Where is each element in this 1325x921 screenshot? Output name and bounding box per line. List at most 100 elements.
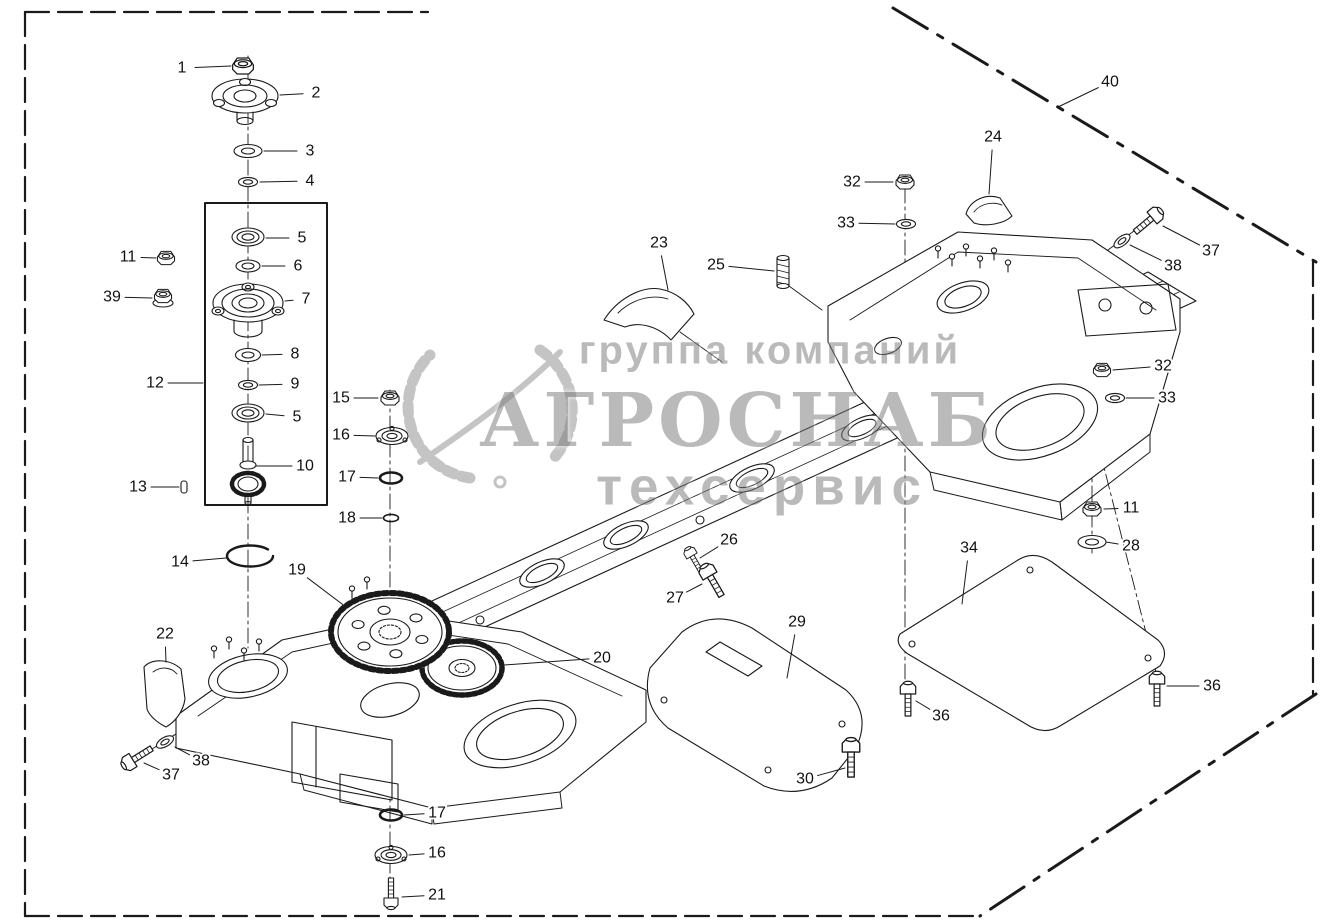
callout-6: 6 [261,256,305,277]
callout-label-5: 5 [293,409,302,426]
callout-12: 12 [144,373,204,394]
callout-label-17: 17 [338,469,356,486]
callout-label-36: 36 [932,708,950,725]
callout-label-24: 24 [984,129,1002,146]
callout-label-23: 23 [650,235,668,252]
callout-18: 18 [336,508,383,529]
callout-label-6: 6 [294,258,303,275]
callout-label-11: 11 [120,249,137,266]
callout-label-12: 12 [146,375,164,392]
callout-label-32: 32 [843,174,861,191]
callout-label-39: 39 [103,289,121,306]
callout-label-9: 9 [291,376,300,393]
callout-7: 7 [284,289,313,310]
callout-33: 33 [835,213,896,234]
callout-10: 10 [255,456,316,477]
callout-label-28: 28 [1122,538,1140,555]
callout-label-20: 20 [593,650,611,667]
callout-label-38: 38 [1164,258,1182,275]
callout-30: 30 [794,767,846,790]
part-32-nut-top [895,174,915,190]
callout-20: 20 [503,648,613,669]
callout-label-37: 37 [1202,243,1220,260]
part-11-nut-left [156,250,176,266]
callout-label-3: 3 [306,143,315,160]
callout-38: 38 [174,746,212,772]
callout-label-14: 14 [171,554,189,571]
callout-13: 13 [127,477,180,498]
callout-33: 33 [1125,388,1178,409]
part-8-seal [234,347,262,363]
callout-40: 40 [1057,72,1121,108]
callout-label-26: 26 [720,532,738,549]
part-5-bearing-lower [231,403,265,423]
callout-17: 17 [336,467,379,488]
callout-label-37: 37 [162,767,180,784]
callout-label-16: 16 [428,845,446,862]
part-33-washer-top [895,218,917,230]
frame-border [23,6,1318,918]
callout-36: 36 [1166,676,1223,697]
callout-label-40: 40 [1101,74,1119,91]
part-14-snap-ring [225,544,275,568]
callout-32: 32 [1112,356,1174,377]
callout-label-2: 2 [312,85,321,102]
part-15-nut [380,390,400,406]
callout-27: 27 [664,583,703,609]
part-33-washer-mid [1104,392,1126,404]
callout-label-4: 4 [306,173,315,190]
part-36-bolt-left [899,680,917,717]
callout-label-38: 38 [192,753,210,770]
callout-label-19: 19 [288,562,306,579]
callout-25: 25 [705,255,775,276]
callout-label-5: 5 [298,230,307,247]
callout-36: 36 [915,700,952,727]
callout-label-11: 11 [1123,500,1140,517]
callout-19: 19 [286,560,347,608]
callout-label-21: 21 [428,887,446,904]
callout-28: 28 [1105,536,1142,557]
part-23-belt-guide [603,288,723,363]
group-12-box [204,202,328,506]
part-9-ring [237,379,259,391]
part-21-bolt [383,877,399,911]
part-38-washer-topright [1111,230,1133,252]
callout-15: 15 [330,388,379,409]
callout-29: 29 [786,612,808,679]
callout-11: 11 [1103,498,1141,519]
right-deck [827,231,1181,521]
callout-label-33: 33 [837,215,855,232]
callout-label-17: 17 [428,805,446,822]
callout-label-29: 29 [788,614,806,631]
part-24-deflector-right [965,195,1013,226]
callout-3: 3 [263,141,317,162]
part-2-bearing-flange [211,77,279,126]
part-13-pin [180,480,188,494]
callout-5: 5 [265,228,309,249]
part-38-washer-bottomleft [153,732,177,752]
part-11-nut-right [1082,501,1102,517]
part-17-oring-upper [378,471,404,485]
callout-5: 5 [265,407,304,428]
part-5-bearing-upper [231,227,265,247]
part-37-bolt-topright [1129,203,1168,239]
callout-11: 11 [118,247,157,268]
part-32-nut-mid [1092,362,1112,378]
callout-8: 8 [261,344,302,365]
watermark-wreath [402,344,578,489]
callout-22: 22 [154,624,176,663]
spring-axis-line [788,285,823,311]
callout-label-18: 18 [338,510,356,527]
callout-label-13: 13 [129,479,147,496]
callout-label-25: 25 [707,257,725,274]
callout-label-15: 15 [332,390,350,407]
part-39-nut [152,288,174,308]
callout-9: 9 [258,374,302,395]
part-19-spur-gear-large [328,590,452,674]
callout-39: 39 [101,287,153,308]
callout-label-8: 8 [291,346,300,363]
callout-label-32: 32 [1154,358,1172,375]
callout-label-22: 22 [156,626,174,643]
part-18-ring [382,513,400,523]
